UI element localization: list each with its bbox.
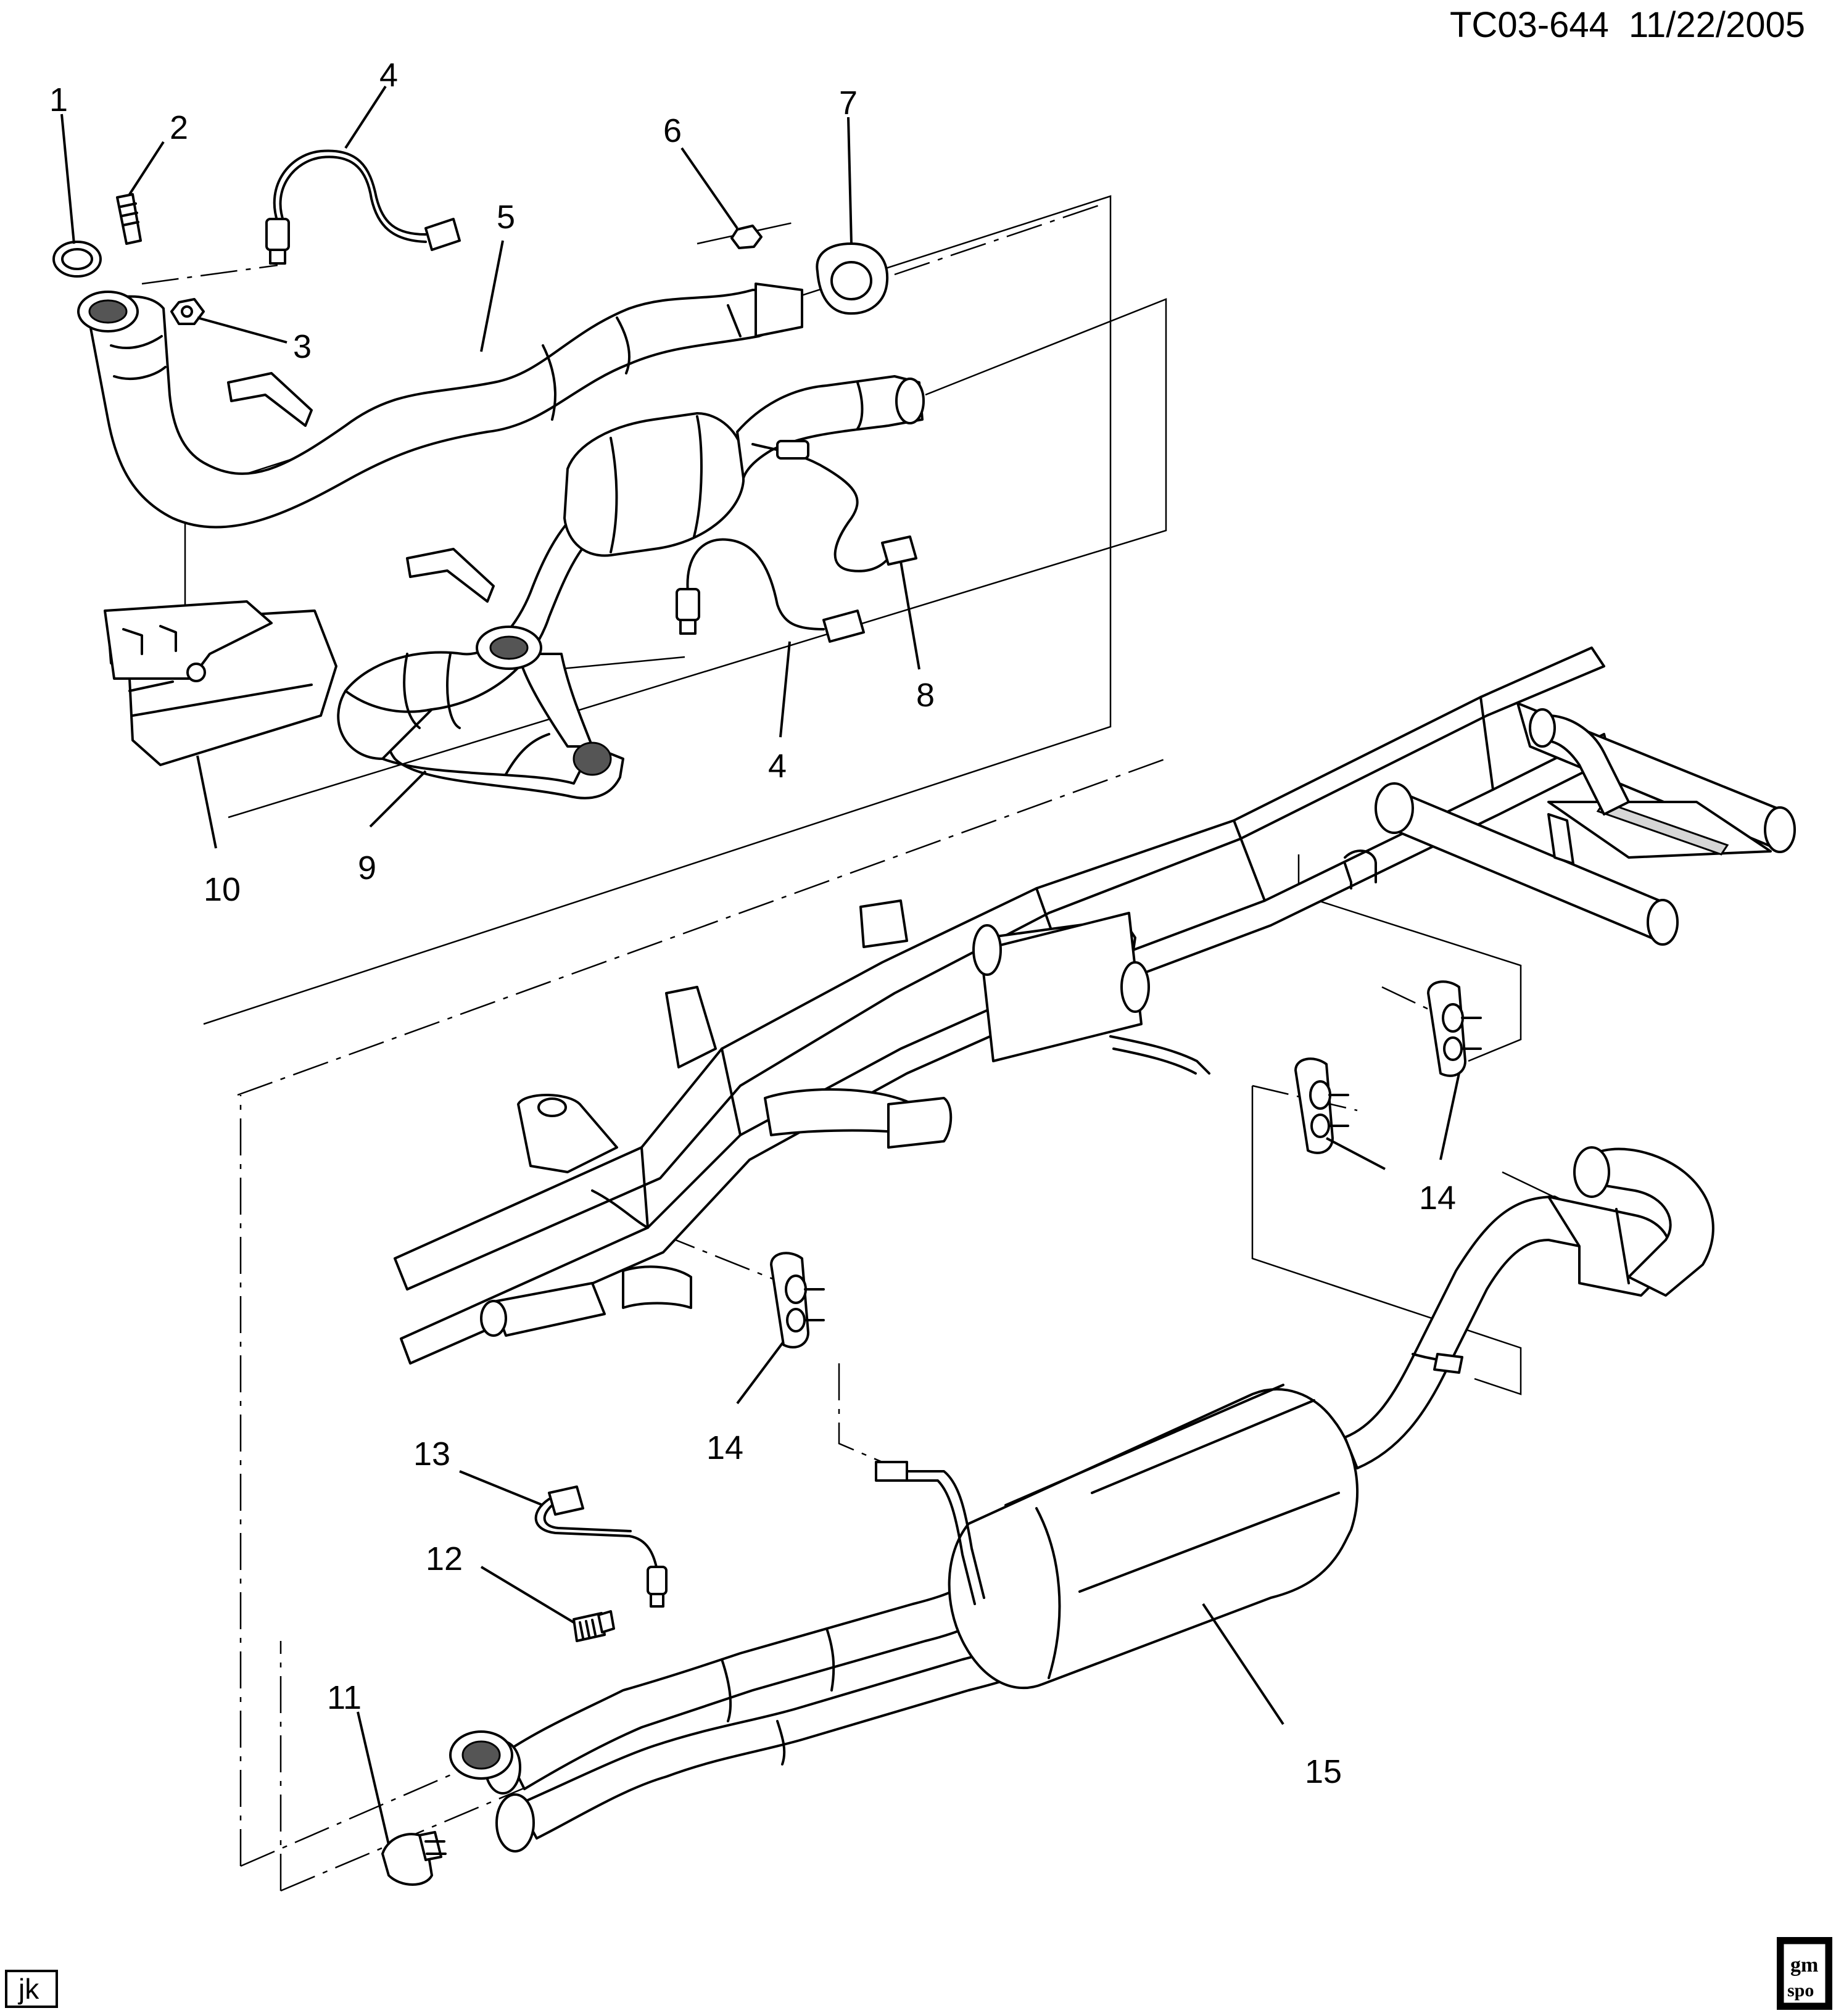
oxygen-sensor-post-converter (751, 440, 917, 572)
initials: jk (17, 1973, 39, 2005)
callout-15: 15 (1305, 1753, 1342, 1790)
drawing-id: TC03-644 (1450, 5, 1609, 45)
oxygen-sensor-upper (265, 149, 461, 265)
air-tube-right (406, 548, 495, 603)
muffler-assembly (449, 1146, 1714, 1853)
logo-line-1: gm (1790, 1954, 1818, 1977)
callout-4-upper: 4 (379, 57, 398, 94)
callout-14-left: 14 (706, 1429, 743, 1466)
vehicle-frame (394, 647, 1796, 1365)
callout-10: 10 (204, 871, 241, 908)
exhaust-hanger-right (1427, 980, 1482, 1077)
callout-3: 3 (293, 328, 312, 365)
callout-6: 6 (663, 112, 682, 149)
exhaust-clamp (381, 1831, 447, 1886)
oxygen-sensor-lower (676, 538, 865, 643)
callout-5: 5 (497, 199, 515, 236)
exhaust-hanger-left (770, 1252, 825, 1349)
callout-13: 13 (413, 1436, 450, 1473)
initials-box: jk (5, 1970, 58, 2008)
leader-lines (60, 85, 1460, 1845)
gm-spo-logo: gm spo (1777, 1937, 1832, 2010)
heat-shield (104, 600, 337, 766)
drawing-date: 11/22/2005 (1629, 5, 1805, 45)
front-exhaust-pipe-left (77, 283, 803, 529)
callout-9: 9 (358, 849, 376, 886)
callout-14-middle: 14 (1419, 1179, 1456, 1217)
logo-line-2: spo (1787, 1980, 1814, 2001)
callout-7: 7 (839, 85, 858, 122)
callout-12: 12 (426, 1540, 463, 1577)
exhaust-nut (170, 298, 205, 325)
callout-numbers: 1 2 3 4 5 6 7 4 8 9 10 14 14 14 13 12 11… (49, 57, 1456, 1790)
flange-nut (730, 225, 763, 249)
exhaust-bolt (573, 1610, 615, 1642)
callout-8: 8 (916, 677, 935, 714)
callout-4-lower: 4 (768, 748, 787, 785)
air-tube (227, 372, 313, 427)
exhaust-hanger-middle (1294, 1057, 1349, 1154)
frame-hanger-rods (591, 849, 1377, 1229)
exhaust-stud (116, 193, 142, 245)
callout-11: 11 (327, 1679, 362, 1716)
front-exhaust-pipe-right-with-converter (337, 375, 925, 799)
oxygen-sensor-rear (534, 1485, 668, 1608)
callout-2: 2 (170, 109, 188, 146)
callout-1: 1 (49, 81, 68, 118)
flange-gasket (816, 242, 889, 315)
exhaust-gasket (52, 241, 102, 278)
